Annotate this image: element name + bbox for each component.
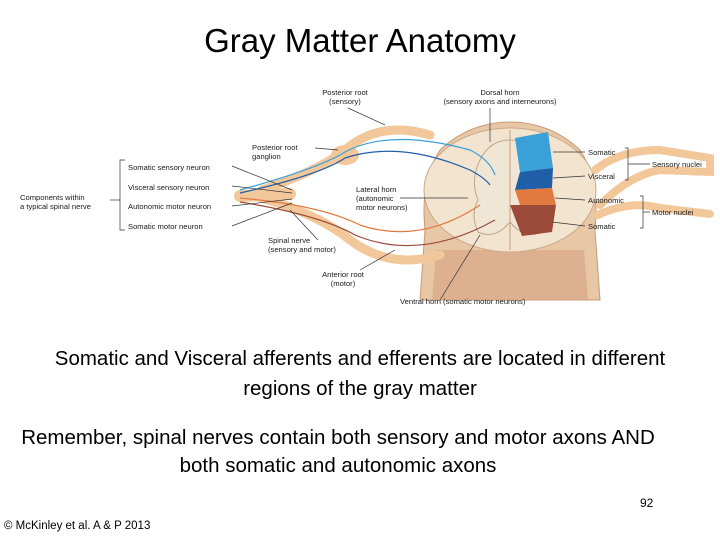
region-visceral-fill xyxy=(515,168,553,190)
region-somatic-motor-fill xyxy=(510,205,556,236)
label-region-somatic-motor: Somatic xyxy=(588,222,616,231)
label-region-somatic-sensory: Somatic xyxy=(588,148,616,157)
label-lateral-horn: Lateral horn xyxy=(356,185,397,194)
spinal-cord-cross-section xyxy=(419,121,601,301)
svg-text:(autonomic: (autonomic xyxy=(356,194,394,203)
label-autonomic-motor-neuron: Autonomic motor neuron xyxy=(128,202,211,211)
svg-text:a typical spinal nerve: a typical spinal nerve xyxy=(20,202,91,211)
label-components: Components within xyxy=(20,193,85,202)
region-somatic-sensory-fill xyxy=(515,132,553,172)
paragraph-afferents: Somatic and Visceral afferents and effer… xyxy=(54,347,666,400)
label-motor-nuclei: Motor nuclei xyxy=(652,208,694,217)
svg-text:motor neurons): motor neurons) xyxy=(356,203,408,212)
label-ventral-horn: Ventral horn (somatic motor neurons) xyxy=(400,297,526,306)
label-region-autonomic: Autonomic xyxy=(588,196,624,205)
svg-text:(motor): (motor) xyxy=(331,279,356,288)
label-anterior-root: Anterior root xyxy=(322,270,365,279)
label-dorsal-horn: Dorsal horn xyxy=(480,88,519,97)
svg-text:(sensory): (sensory) xyxy=(329,97,361,106)
label-visceral-sensory-neuron: Visceral sensory neuron xyxy=(128,183,209,192)
label-posterior-root-ganglion: Posterior root xyxy=(252,143,298,152)
label-somatic-motor-neuron: Somatic motor neuron xyxy=(128,222,203,231)
page-number: 92 xyxy=(640,496,654,510)
label-spinal-nerve: Spinal nerve xyxy=(268,236,310,245)
region-autonomic-fill xyxy=(515,188,556,205)
svg-text:ganglion: ganglion xyxy=(252,152,281,161)
visceral-sensory-axon xyxy=(239,150,491,194)
slide-title: Gray Matter Anatomy xyxy=(204,22,516,59)
svg-text:(sensory and motor): (sensory and motor) xyxy=(268,245,336,254)
autonomic-motor-axon xyxy=(239,197,481,233)
right-spinal-nerve xyxy=(591,145,714,209)
spinal-cord-diagram: Posterior root (sensory) Dorsal horn (se… xyxy=(20,88,714,306)
label-posterior-root: Posterior root xyxy=(322,88,368,97)
label-sensory-nuclei: Sensory nuclei xyxy=(652,160,702,169)
label-somatic-sensory-neuron: Somatic sensory neuron xyxy=(128,163,210,172)
somatic-sensory-axon xyxy=(239,138,496,191)
label-region-visceral: Visceral xyxy=(588,172,615,181)
credit-text: © McKinley et al. A & P 2013 xyxy=(4,520,151,532)
svg-text:(sensory axons and interneuron: (sensory axons and interneurons) xyxy=(443,97,557,106)
paragraph-spinal-nerves: Remember, spinal nerves contain both sen… xyxy=(21,426,655,477)
somatic-motor-axon xyxy=(239,201,496,247)
